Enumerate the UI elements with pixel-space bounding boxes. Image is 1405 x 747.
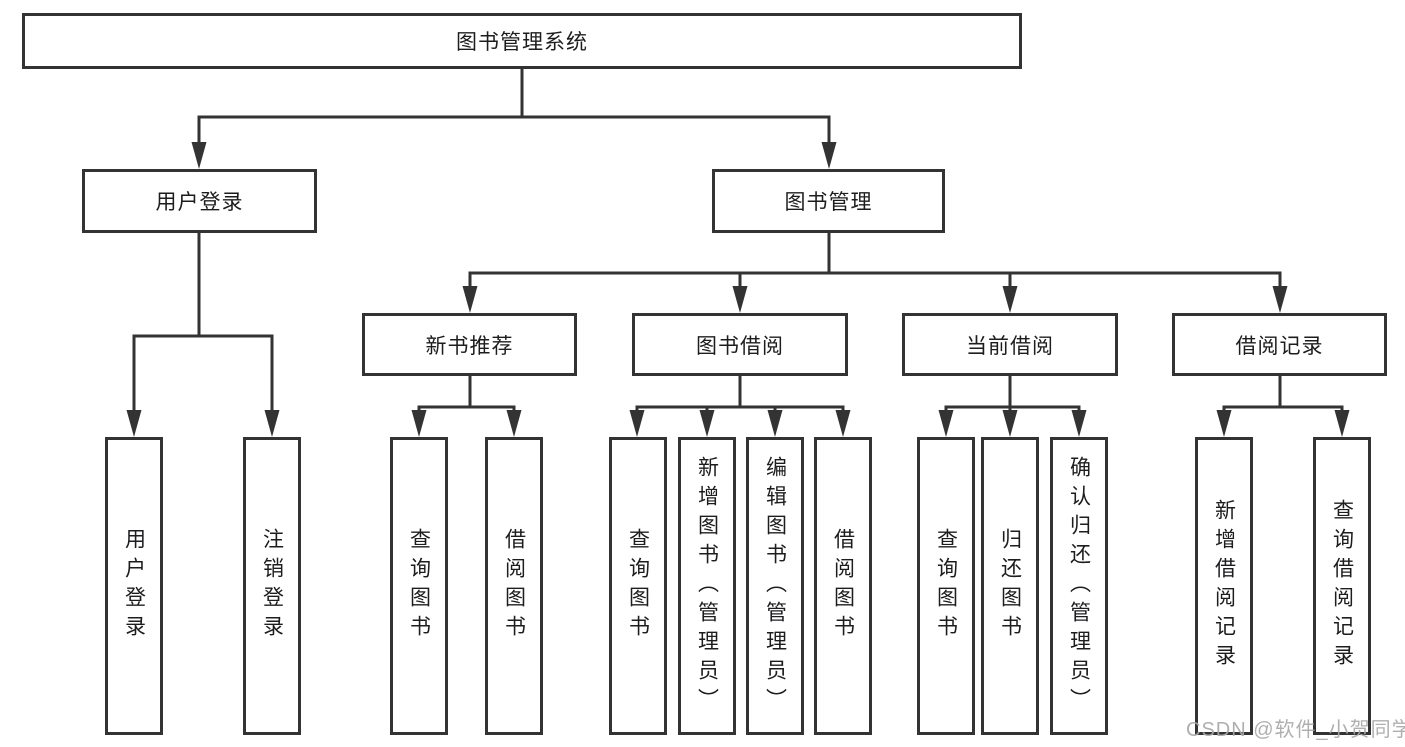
wire-book-management-children — [468, 231, 1282, 288]
arrow-down-icon — [767, 410, 783, 437]
arrow-down-icon — [1272, 286, 1288, 313]
arrow-down-icon — [629, 410, 645, 437]
node-current-borrow: 当前借阅 — [902, 313, 1118, 376]
node-leaf-return-book: 归还图书 — [981, 437, 1039, 735]
node-label: 借阅图书 — [831, 528, 855, 644]
node-borrow-records: 借阅记录 — [1172, 313, 1387, 376]
wire-book-borrow-children — [635, 374, 845, 412]
node-label: 确认归还（管理员） — [1067, 455, 1091, 717]
wire-borrow-records-children — [1222, 374, 1344, 412]
node-label: 注销登录 — [260, 528, 284, 644]
node-leaf-add-borrow-record: 新增借阅记录 — [1195, 437, 1253, 735]
node-book-management: 图书管理 — [712, 169, 945, 233]
node-label: 查询借阅记录 — [1330, 499, 1354, 673]
node-leaf-user-login: 用户登录 — [105, 437, 163, 735]
node-label: 编辑图书（管理员） — [763, 455, 787, 717]
node-leaf-query-book-borrow: 查询图书 — [609, 437, 667, 735]
node-leaf-query-borrow-record: 查询借阅记录 — [1313, 437, 1371, 735]
csdn-watermark: CSDN @软件_小贺同学 — [1186, 719, 1405, 741]
node-book-borrow: 图书借阅 — [632, 313, 848, 376]
arrow-down-icon — [938, 410, 954, 437]
arrow-down-icon — [411, 410, 427, 437]
node-leaf-query-book-current: 查询图书 — [917, 437, 975, 735]
node-label: 借阅记录 — [1235, 334, 1324, 358]
arrow-down-icons — [126, 142, 1350, 437]
arrow-down-icon — [1071, 410, 1087, 437]
arrow-down-icon — [462, 286, 478, 313]
node-label: 查询图书 — [626, 528, 650, 644]
node-leaf-logout: 注销登录 — [243, 437, 301, 735]
arrow-down-icon — [1002, 410, 1018, 437]
node-leaf-query-book-recommend: 查询图书 — [390, 437, 448, 735]
arrow-down-icon — [191, 142, 207, 169]
node-new-book-recommend: 新书推荐 — [362, 313, 577, 376]
wire-root-to-level2 — [197, 66, 831, 143]
arrow-down-icon — [821, 142, 837, 169]
arrow-down-icon — [1216, 410, 1232, 437]
arrow-down-icon — [699, 410, 715, 437]
node-label: 查询图书 — [934, 528, 958, 644]
node-leaf-borrow-book-recommend: 借阅图书 — [485, 437, 543, 735]
node-label: 新增借阅记录 — [1212, 499, 1236, 673]
arrow-down-icon — [264, 410, 280, 437]
wire-user-login-children — [132, 231, 274, 412]
node-leaf-edit-book-admin: 编辑图书（管理员） — [746, 437, 804, 735]
node-label: 新增图书（管理员） — [695, 455, 719, 717]
arrow-down-icon — [732, 286, 748, 313]
node-label: 查询图书 — [407, 528, 431, 644]
node-label: 借阅图书 — [502, 528, 526, 644]
node-label: 新书推荐 — [425, 334, 514, 358]
node-label: 归还图书 — [998, 528, 1022, 644]
node-label: 用户登录 — [155, 191, 244, 214]
arrow-down-icon — [835, 410, 851, 437]
arrow-down-icon — [1334, 410, 1350, 437]
node-label: 图书管理系统 — [456, 31, 588, 54]
node-library-management-system: 图书管理系统 — [22, 13, 1022, 69]
node-label: 用户登录 — [122, 528, 146, 644]
node-label: 当前借阅 — [966, 334, 1054, 358]
arrow-down-icon — [126, 410, 142, 437]
arrow-down-icon — [506, 410, 522, 437]
node-leaf-confirm-return-admin: 确认归还（管理员） — [1050, 437, 1108, 735]
node-label: 图书借阅 — [696, 334, 784, 358]
node-leaf-add-book-admin: 新增图书（管理员） — [678, 437, 736, 735]
wire-current-borrow-children — [944, 374, 1081, 412]
node-user-login: 用户登录 — [82, 169, 317, 233]
node-leaf-borrow-book: 借阅图书 — [814, 437, 872, 735]
node-label: 图书管理 — [784, 191, 873, 214]
arrow-down-icon — [1002, 286, 1018, 313]
wire-new-book-recommend-children — [417, 374, 516, 412]
